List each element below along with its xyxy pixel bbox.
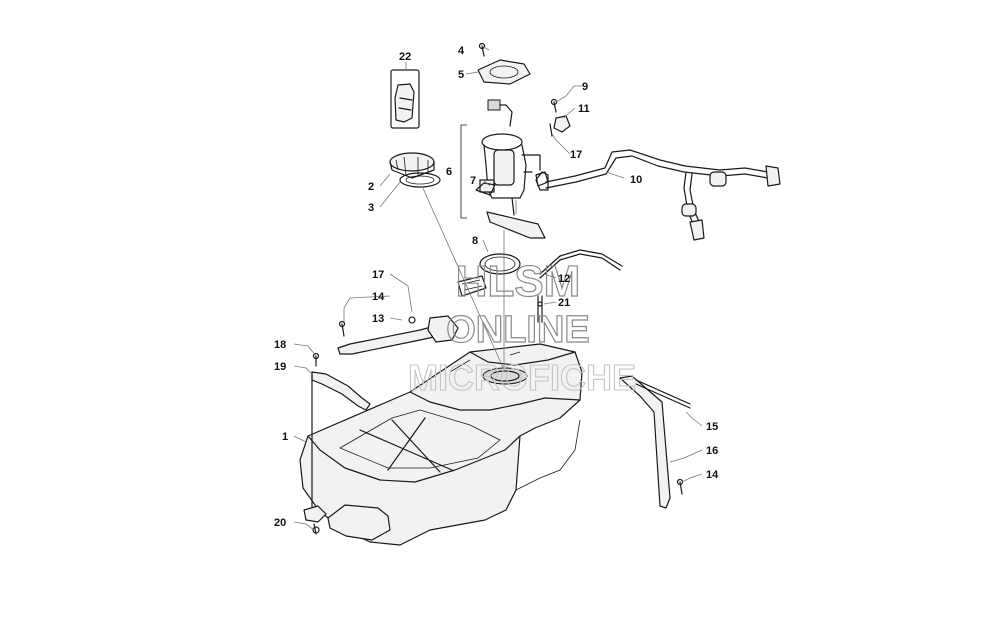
pump-mount-ring: [477, 42, 531, 85]
fuel-pump-assembly: [460, 99, 549, 239]
fuel-hose: [535, 149, 781, 241]
callout-22: 22: [399, 51, 411, 63]
callout-17-top: 17: [570, 149, 582, 161]
watermark: HLSM ONLINE MICROFICHE: [407, 256, 636, 398]
watermark-line-1: HLSM: [456, 257, 581, 306]
callout-20: 20: [274, 517, 286, 529]
tank-mount-bottom: [303, 371, 327, 535]
callout-5: 5: [458, 69, 464, 81]
hose-clamp: [549, 98, 571, 137]
callout-14-right: 14: [706, 469, 719, 481]
callout-6: 6: [446, 166, 452, 178]
callout-1: 1: [282, 431, 288, 443]
assembly-center-lines: [421, 185, 517, 373]
callout-4: 4: [458, 45, 465, 57]
callout-12: 12: [558, 273, 570, 285]
watermark-line-3: MICROFICHE: [408, 357, 636, 398]
callout-7: 7: [470, 175, 476, 187]
callout-21: 21: [558, 297, 570, 309]
watermark-line-2: ONLINE: [446, 309, 590, 351]
leader-lines: [293, 45, 703, 531]
callout-15: 15: [706, 421, 718, 433]
tank-strap-front: [337, 315, 459, 355]
callout-16: 16: [706, 445, 718, 457]
callout-labels: 4 5 22 9 11 17 10 6 7 2 3 8 12 21 17 14 …: [274, 45, 719, 529]
callout-14-left: 14: [372, 291, 385, 303]
callout-11: 11: [578, 103, 590, 115]
fuel-cap: [389, 152, 441, 188]
callout-8: 8: [472, 235, 478, 247]
callout-3: 3: [368, 202, 374, 214]
sensor-part-22: [390, 69, 420, 129]
callout-18: 18: [274, 339, 286, 351]
callout-9: 9: [582, 81, 588, 93]
callout-13: 13: [372, 313, 384, 325]
tank-strap-rear: [311, 352, 371, 411]
callout-2: 2: [368, 181, 374, 193]
vent-line: [537, 249, 623, 323]
callout-17-left: 17: [372, 269, 384, 281]
lock-ring-part-8: [457, 253, 521, 297]
fuel-tank: [299, 343, 583, 546]
callout-10: 10: [630, 174, 642, 186]
callout-19: 19: [274, 361, 286, 373]
